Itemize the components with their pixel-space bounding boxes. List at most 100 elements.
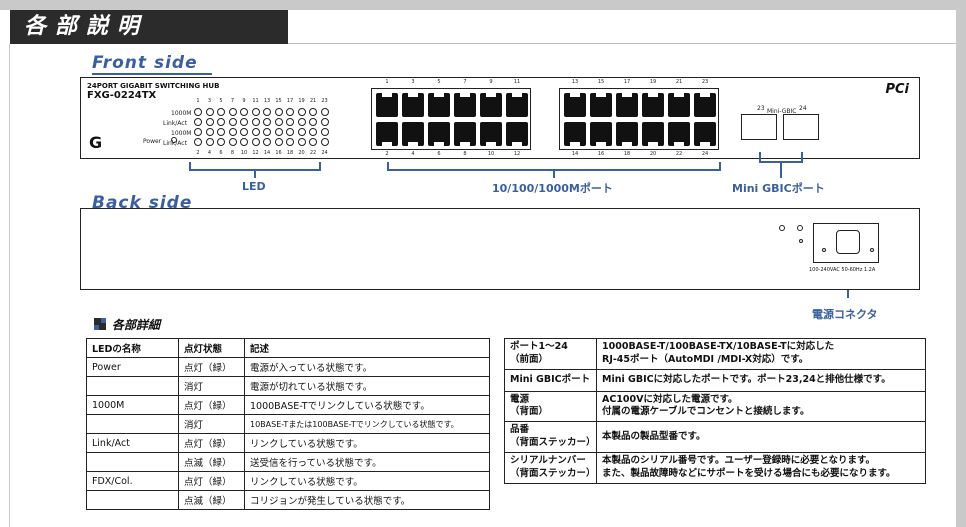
- led-indicator: [263, 118, 271, 126]
- port-number-bottom: 4: [411, 151, 415, 157]
- table-row: 品番（背面ステッカー）本製品の製品型番です。: [504, 421, 926, 453]
- mini-gbic-port-24: 24: [799, 105, 807, 112]
- part-name: Mini GBICポート: [504, 368, 597, 392]
- rj45-port[interactable]: [694, 92, 716, 117]
- ports-callout: 10/100/1000Mポート: [492, 182, 613, 195]
- port-number-top: 7: [463, 79, 467, 85]
- part-name-2: （背面ステッカー）: [510, 467, 596, 479]
- power-connector[interactable]: [836, 230, 860, 254]
- parts-table: ポート1〜24（前面）1000BASE-T/100BASE-TX/10BASE-…: [504, 338, 926, 484]
- led-indicator: [194, 128, 202, 136]
- rj45-port[interactable]: [616, 122, 638, 147]
- rj45-port[interactable]: [506, 122, 528, 147]
- front-side-rule: [92, 73, 212, 75]
- rj45-port[interactable]: [376, 122, 398, 147]
- led-table-header: LEDの名称 点灯状態 記述: [86, 338, 490, 358]
- led-indicator: [286, 128, 294, 136]
- led-indicator: [228, 118, 237, 126]
- led-name: Power: [86, 357, 179, 377]
- led-name: Link/Act: [86, 433, 179, 453]
- rj45-port[interactable]: [642, 122, 664, 147]
- led-row1-label: 1000M: [171, 110, 192, 117]
- port-number-top: 21: [675, 79, 683, 85]
- port-number-top: 1: [385, 79, 389, 85]
- front-panel: 24PORT GIGABIT SWITCHING HUB FXG-0224TX …: [80, 77, 920, 159]
- rj45-port[interactable]: [454, 92, 476, 117]
- led-number-bottom: 16: [275, 150, 282, 156]
- led-indicator: [194, 138, 202, 146]
- frame-right: [956, 0, 966, 527]
- led-name: [86, 414, 179, 434]
- led-number-bottom: 4: [207, 150, 212, 156]
- rj45-port[interactable]: [402, 122, 424, 147]
- part-name-1: シリアルナンバー: [510, 454, 586, 466]
- port-number-bottom: 16: [597, 151, 605, 157]
- led-number-bottom: 2: [196, 150, 200, 156]
- part-desc-1: Mini GBICに対応したポートです。ポート23,24と排他仕様です。: [602, 373, 891, 385]
- rj45-port[interactable]: [402, 92, 424, 117]
- led-indicator: [217, 128, 225, 136]
- part-desc-2: RJ-45ポート（AutoMDI /MDI-X対応）です。: [602, 353, 809, 365]
- port-number-bottom: 24: [701, 151, 709, 157]
- rj45-port[interactable]: [564, 92, 586, 117]
- rj45-port[interactable]: [642, 92, 664, 117]
- part-desc-2: また、製品故障時などにサポートを受ける場合にも必要になります。: [602, 467, 896, 479]
- rj45-port[interactable]: [480, 92, 502, 117]
- port-number-top: 17: [623, 79, 631, 85]
- part-desc-1: 本製品のシリアル番号です。ユーザー登録時に必要となります。: [602, 454, 876, 466]
- led-number-bottom: 22: [309, 150, 317, 156]
- back-panel: 100-240VAC 50-60Hz 1.2A: [80, 208, 920, 290]
- rj45-port[interactable]: [668, 122, 690, 147]
- led-header-name: LEDの名称: [86, 338, 179, 358]
- port-number-bottom: 10: [487, 151, 495, 157]
- rj45-port[interactable]: [694, 122, 716, 147]
- port-number-top: 15: [597, 79, 605, 85]
- rj45-port[interactable]: [454, 122, 476, 147]
- connector-screw-left: [822, 248, 826, 252]
- led-number-bottom: 20: [298, 150, 305, 156]
- led-desc: 電源が入っている状態です。: [244, 357, 490, 377]
- rj45-port[interactable]: [590, 122, 612, 147]
- rj45-port[interactable]: [616, 92, 638, 117]
- port-number-top: 9: [489, 79, 493, 85]
- led-number-top: 5: [219, 98, 223, 104]
- rj45-port[interactable]: [428, 122, 450, 147]
- led-number-top: 19: [298, 98, 305, 104]
- part-desc: Mini GBICに対応したポートです。ポート23,24と排他仕様です。: [596, 368, 926, 392]
- led-header-state: 点灯状態: [178, 338, 245, 358]
- led-indicator: [320, 128, 329, 136]
- led-name: 1000M: [86, 395, 179, 415]
- mini-gbic-slot-23[interactable]: [741, 114, 777, 140]
- led-state: 点灯（緑）: [178, 433, 245, 453]
- led-number-bottom: 14: [263, 150, 271, 156]
- power-led: [171, 137, 177, 143]
- led-row2-label: Link/Act: [163, 120, 187, 127]
- led-indicator: [205, 128, 214, 136]
- parts-table-body: ポート1〜24（前面）1000BASE-T/100BASE-TX/10BASE-…: [504, 338, 926, 484]
- led-indicator: [240, 128, 248, 136]
- led-indicator: [320, 138, 329, 146]
- port-number-bottom: 18: [623, 151, 631, 157]
- led-number-top: 13: [263, 98, 271, 104]
- table-row: 電源（背面）AC100Vに対応した電源です。付属の電源ケーブルでコンセントと接続…: [504, 390, 926, 423]
- details-heading-icon: [94, 318, 106, 330]
- rj45-port[interactable]: [480, 122, 502, 147]
- frame-left: [0, 44, 10, 527]
- rj45-port[interactable]: [668, 92, 690, 117]
- connector-screw-right: [870, 248, 874, 252]
- rj45-port[interactable]: [564, 122, 586, 147]
- led-indicator: [251, 118, 260, 126]
- rj45-port[interactable]: [506, 92, 528, 117]
- rj45-port[interactable]: [376, 92, 398, 117]
- part-desc-1: AC100Vに対応した電源です。: [602, 393, 738, 405]
- rj45-port[interactable]: [428, 92, 450, 117]
- title-rule: [288, 43, 956, 44]
- led-row4-label: Link/Act: [163, 140, 187, 147]
- screw-3: [799, 239, 803, 243]
- part-name-1: Mini GBICポート: [510, 373, 591, 385]
- rj45-port[interactable]: [590, 92, 612, 117]
- mini-gbic-slot-24[interactable]: [783, 114, 819, 140]
